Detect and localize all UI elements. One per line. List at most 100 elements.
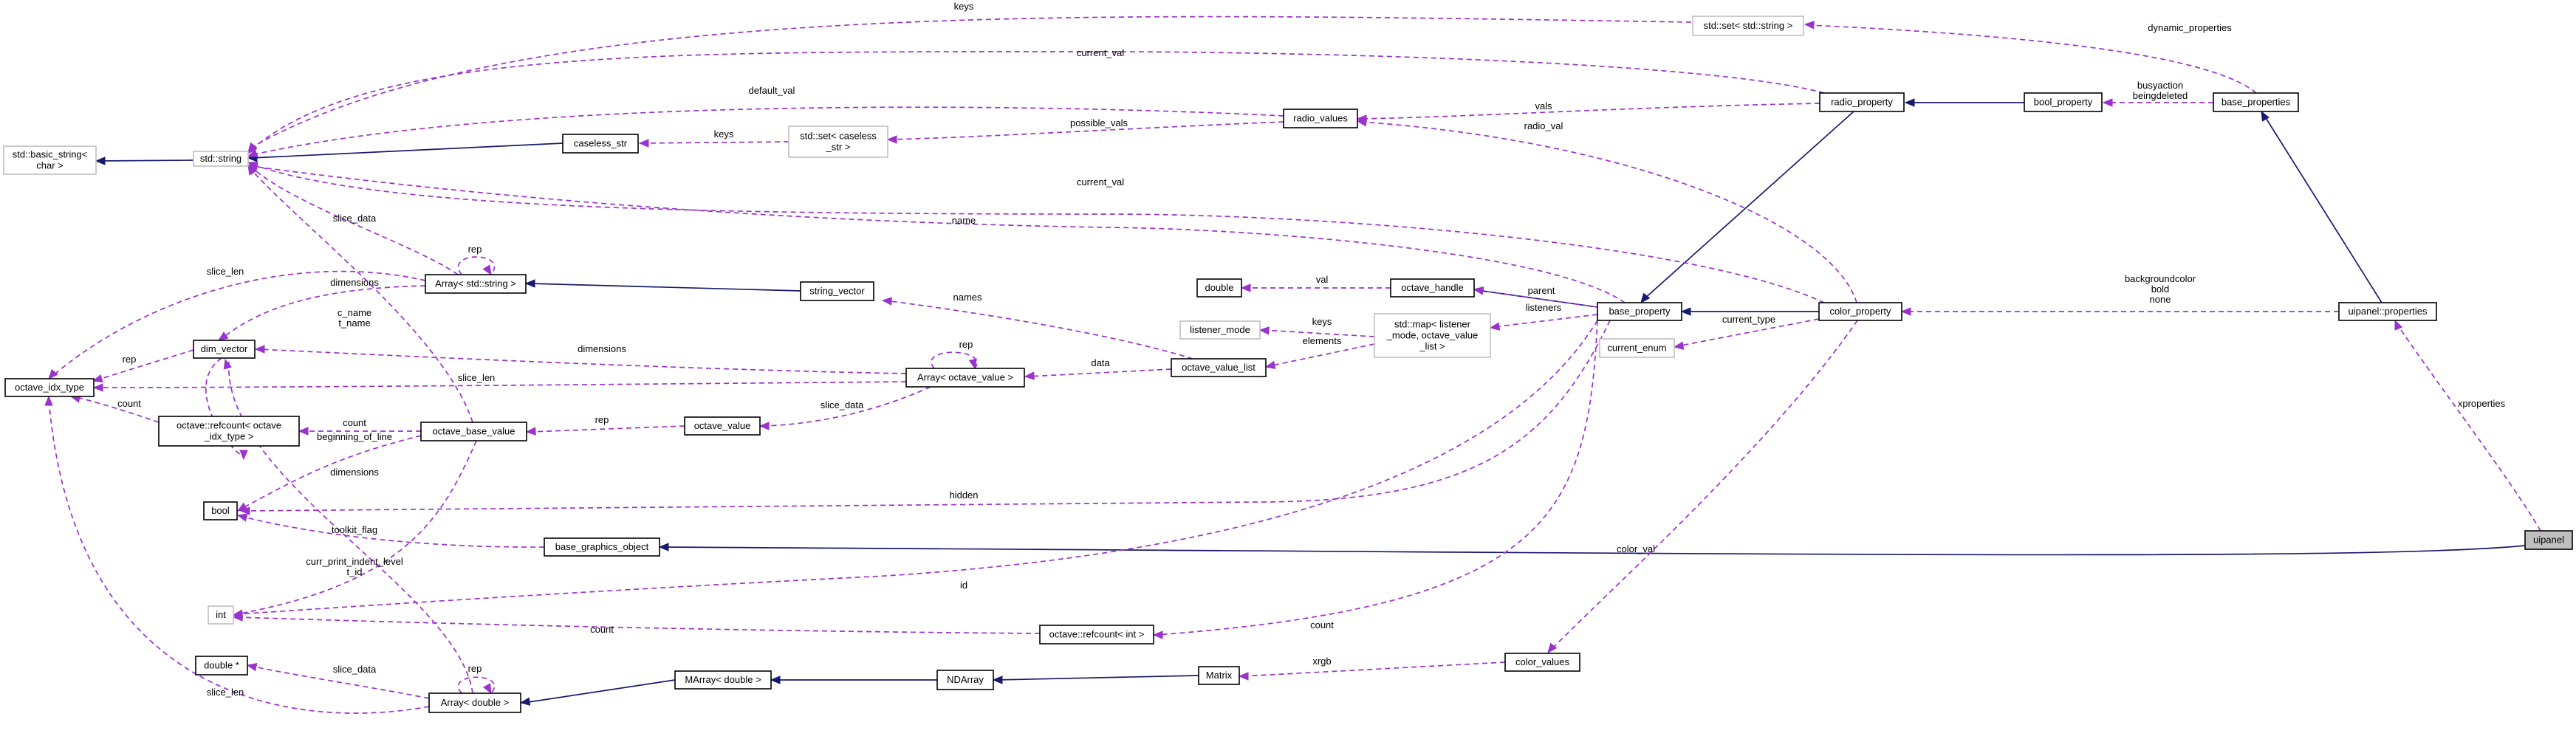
node-label: string_vector <box>809 286 865 297</box>
node-box <box>1819 92 1905 112</box>
node-double-node[interactable]: double <box>1196 278 1242 298</box>
node-label: octave_value <box>694 420 751 431</box>
edge-inh-bool-radio-arrowhead <box>1904 98 1915 107</box>
node-marray-double[interactable]: MArray< double > <box>674 670 772 690</box>
node-ndarray[interactable]: NDArray <box>936 670 994 690</box>
edge-inh-basic-string-arrowhead <box>95 157 106 165</box>
edge-label-xrgb: xrgb <box>1312 656 1331 667</box>
edge-label-name: name <box>952 215 976 226</box>
node-radio-property[interactable]: radio_property <box>1819 92 1905 112</box>
edges-layer <box>44 16 2541 714</box>
node-radio-values[interactable]: radio_values <box>1283 109 1358 128</box>
node-bool-property[interactable]: bool_property <box>2024 92 2103 112</box>
edge-inh-uip-baseprops-arrowhead <box>2261 110 2270 122</box>
edge-use-slice-data-ad <box>250 665 430 699</box>
edge-label-dynamic-properties: dynamic_properties <box>2148 22 2232 33</box>
edge-use-dimensions-ov-arrowhead <box>254 345 265 354</box>
node-octave-handle[interactable]: octave_handle <box>1390 278 1475 298</box>
edge-use-dimensions-ad-arrowhead <box>223 358 232 370</box>
node-refcount-int[interactable]: octave::refcount< int > <box>1039 625 1154 645</box>
edge-label-slice-len-ad: slice_len <box>207 687 244 698</box>
node-double-ptr[interactable]: double * <box>195 656 248 676</box>
node-caseless-str[interactable]: caseless_str <box>562 134 639 154</box>
edge-use-rep-dim-arrowhead <box>92 374 103 383</box>
node-label: color_values <box>1515 656 1569 667</box>
node-box <box>208 605 234 625</box>
node-box <box>788 126 888 158</box>
node-box <box>4 378 95 397</box>
edge-use-keys-map-arrowhead <box>1258 326 1270 335</box>
edge-label-vals: vals <box>1535 100 1552 111</box>
node-base-properties[interactable]: base_properties <box>2213 92 2299 112</box>
node-box <box>2338 302 2437 321</box>
edge-use-elements-arrowhead <box>1264 360 1276 370</box>
node-uipanel-properties[interactable]: uipanel::properties <box>2338 302 2437 321</box>
edge-label-hidden: hidden <box>949 489 978 501</box>
edge-use-count-int <box>236 616 1041 634</box>
node-box <box>420 422 527 441</box>
node-array-string[interactable]: Array< std::string > <box>425 274 527 294</box>
edge-label-color-val: color_val <box>1617 543 1655 554</box>
edge-label-rep-str: rep <box>468 244 482 255</box>
edge-label-toolkit-flag: toolkit_flag <box>332 524 377 535</box>
node-current-enum[interactable]: current_enum <box>1599 338 1675 358</box>
edge-use-color-val <box>1550 320 1858 650</box>
node-std-basic-string[interactable]: std::basic_string<char > <box>3 145 97 175</box>
node-label: std::set< std::string > <box>1704 20 1793 31</box>
edge-use-keys-caseless <box>641 141 789 144</box>
edge-use-beginning <box>239 435 422 510</box>
node-octave-base-value[interactable]: octave_base_value <box>420 422 527 441</box>
edge-use-name <box>250 165 1626 303</box>
edge-labels-layer: keysdynamic_propertiescurrent_valdefault… <box>117 1 2506 698</box>
node-box <box>1198 666 1240 685</box>
edge-inh-marray-ad <box>523 679 676 704</box>
edge-inh-sv-str-arrowhead <box>524 279 535 288</box>
node-std-map[interactable]: std::map< listener_mode, octave_value_li… <box>1374 313 1491 358</box>
edge-label-dimensions-ad: dimensions <box>330 467 379 478</box>
edge-label-count-bp: count <box>1310 619 1334 630</box>
node-int-node[interactable]: int <box>208 605 234 625</box>
node-std-set-caseless[interactable]: std::set< caseless_str > <box>788 126 888 158</box>
node-color-property[interactable]: color_property <box>1818 302 1902 321</box>
node-uipanel[interactable]: uipanel <box>2524 530 2573 550</box>
node-base-graphics-object[interactable]: base_graphics_object <box>544 537 660 557</box>
node-string-vector[interactable]: string_vector <box>800 281 874 301</box>
edge-use-data <box>1027 368 1172 377</box>
node-std-set-string[interactable]: std::set< std::string > <box>1692 16 1804 36</box>
node-octave-idx-type[interactable]: octave_idx_type <box>4 378 95 397</box>
edge-inh-uipanel-bgo-arrowhead <box>658 543 669 551</box>
node-label: octave_handle <box>1401 282 1464 293</box>
edge-label-elements: elements <box>1303 335 1342 346</box>
edge-label-dimensions-ov: dimensions <box>578 343 626 354</box>
node-base-property[interactable]: base_property <box>1597 302 1682 321</box>
edge-use-rep-obv-arrowhead <box>525 427 536 436</box>
node-std-string[interactable]: std::string <box>193 151 249 167</box>
node-label: _idx_type > <box>204 431 254 442</box>
edge-use-rep-ov-arrowhead <box>968 358 977 370</box>
edge-label-id: id <box>960 580 967 591</box>
node-label: listener_mode <box>1190 324 1250 335</box>
node-box <box>2213 92 2299 112</box>
node-octave-value-list[interactable]: octave_value_list <box>1171 358 1267 377</box>
edge-label-keys-map: keys <box>1312 316 1332 327</box>
edge-use-dimensions-ov <box>258 348 907 374</box>
edge-inh-radio-base-arrowhead <box>1640 292 1651 304</box>
node-matrix[interactable]: Matrix <box>1198 666 1240 685</box>
node-refcount-idx[interactable]: octave::refcount< octave_idx_type > <box>158 416 300 447</box>
node-array-octave-value[interactable]: Array< octave_value > <box>905 368 1025 388</box>
edge-inh-color-base-arrowhead <box>1680 307 1691 316</box>
node-box <box>1599 338 1675 358</box>
node-listener-mode[interactable]: listener_mode <box>1179 320 1261 340</box>
node-label: octave_value_list <box>1182 362 1256 373</box>
node-octave-value[interactable]: octave_value <box>684 416 761 436</box>
node-color-values[interactable]: color_values <box>1504 653 1580 672</box>
node-bool-node[interactable]: bool <box>203 501 238 520</box>
node-label: Matrix <box>1206 670 1233 681</box>
node-box <box>425 274 527 294</box>
node-dim-vector[interactable]: dim_vector <box>193 340 256 359</box>
node-box <box>1390 278 1475 298</box>
node-array-double[interactable]: Array< double > <box>428 692 521 713</box>
node-label: current_enum <box>1607 343 1666 354</box>
